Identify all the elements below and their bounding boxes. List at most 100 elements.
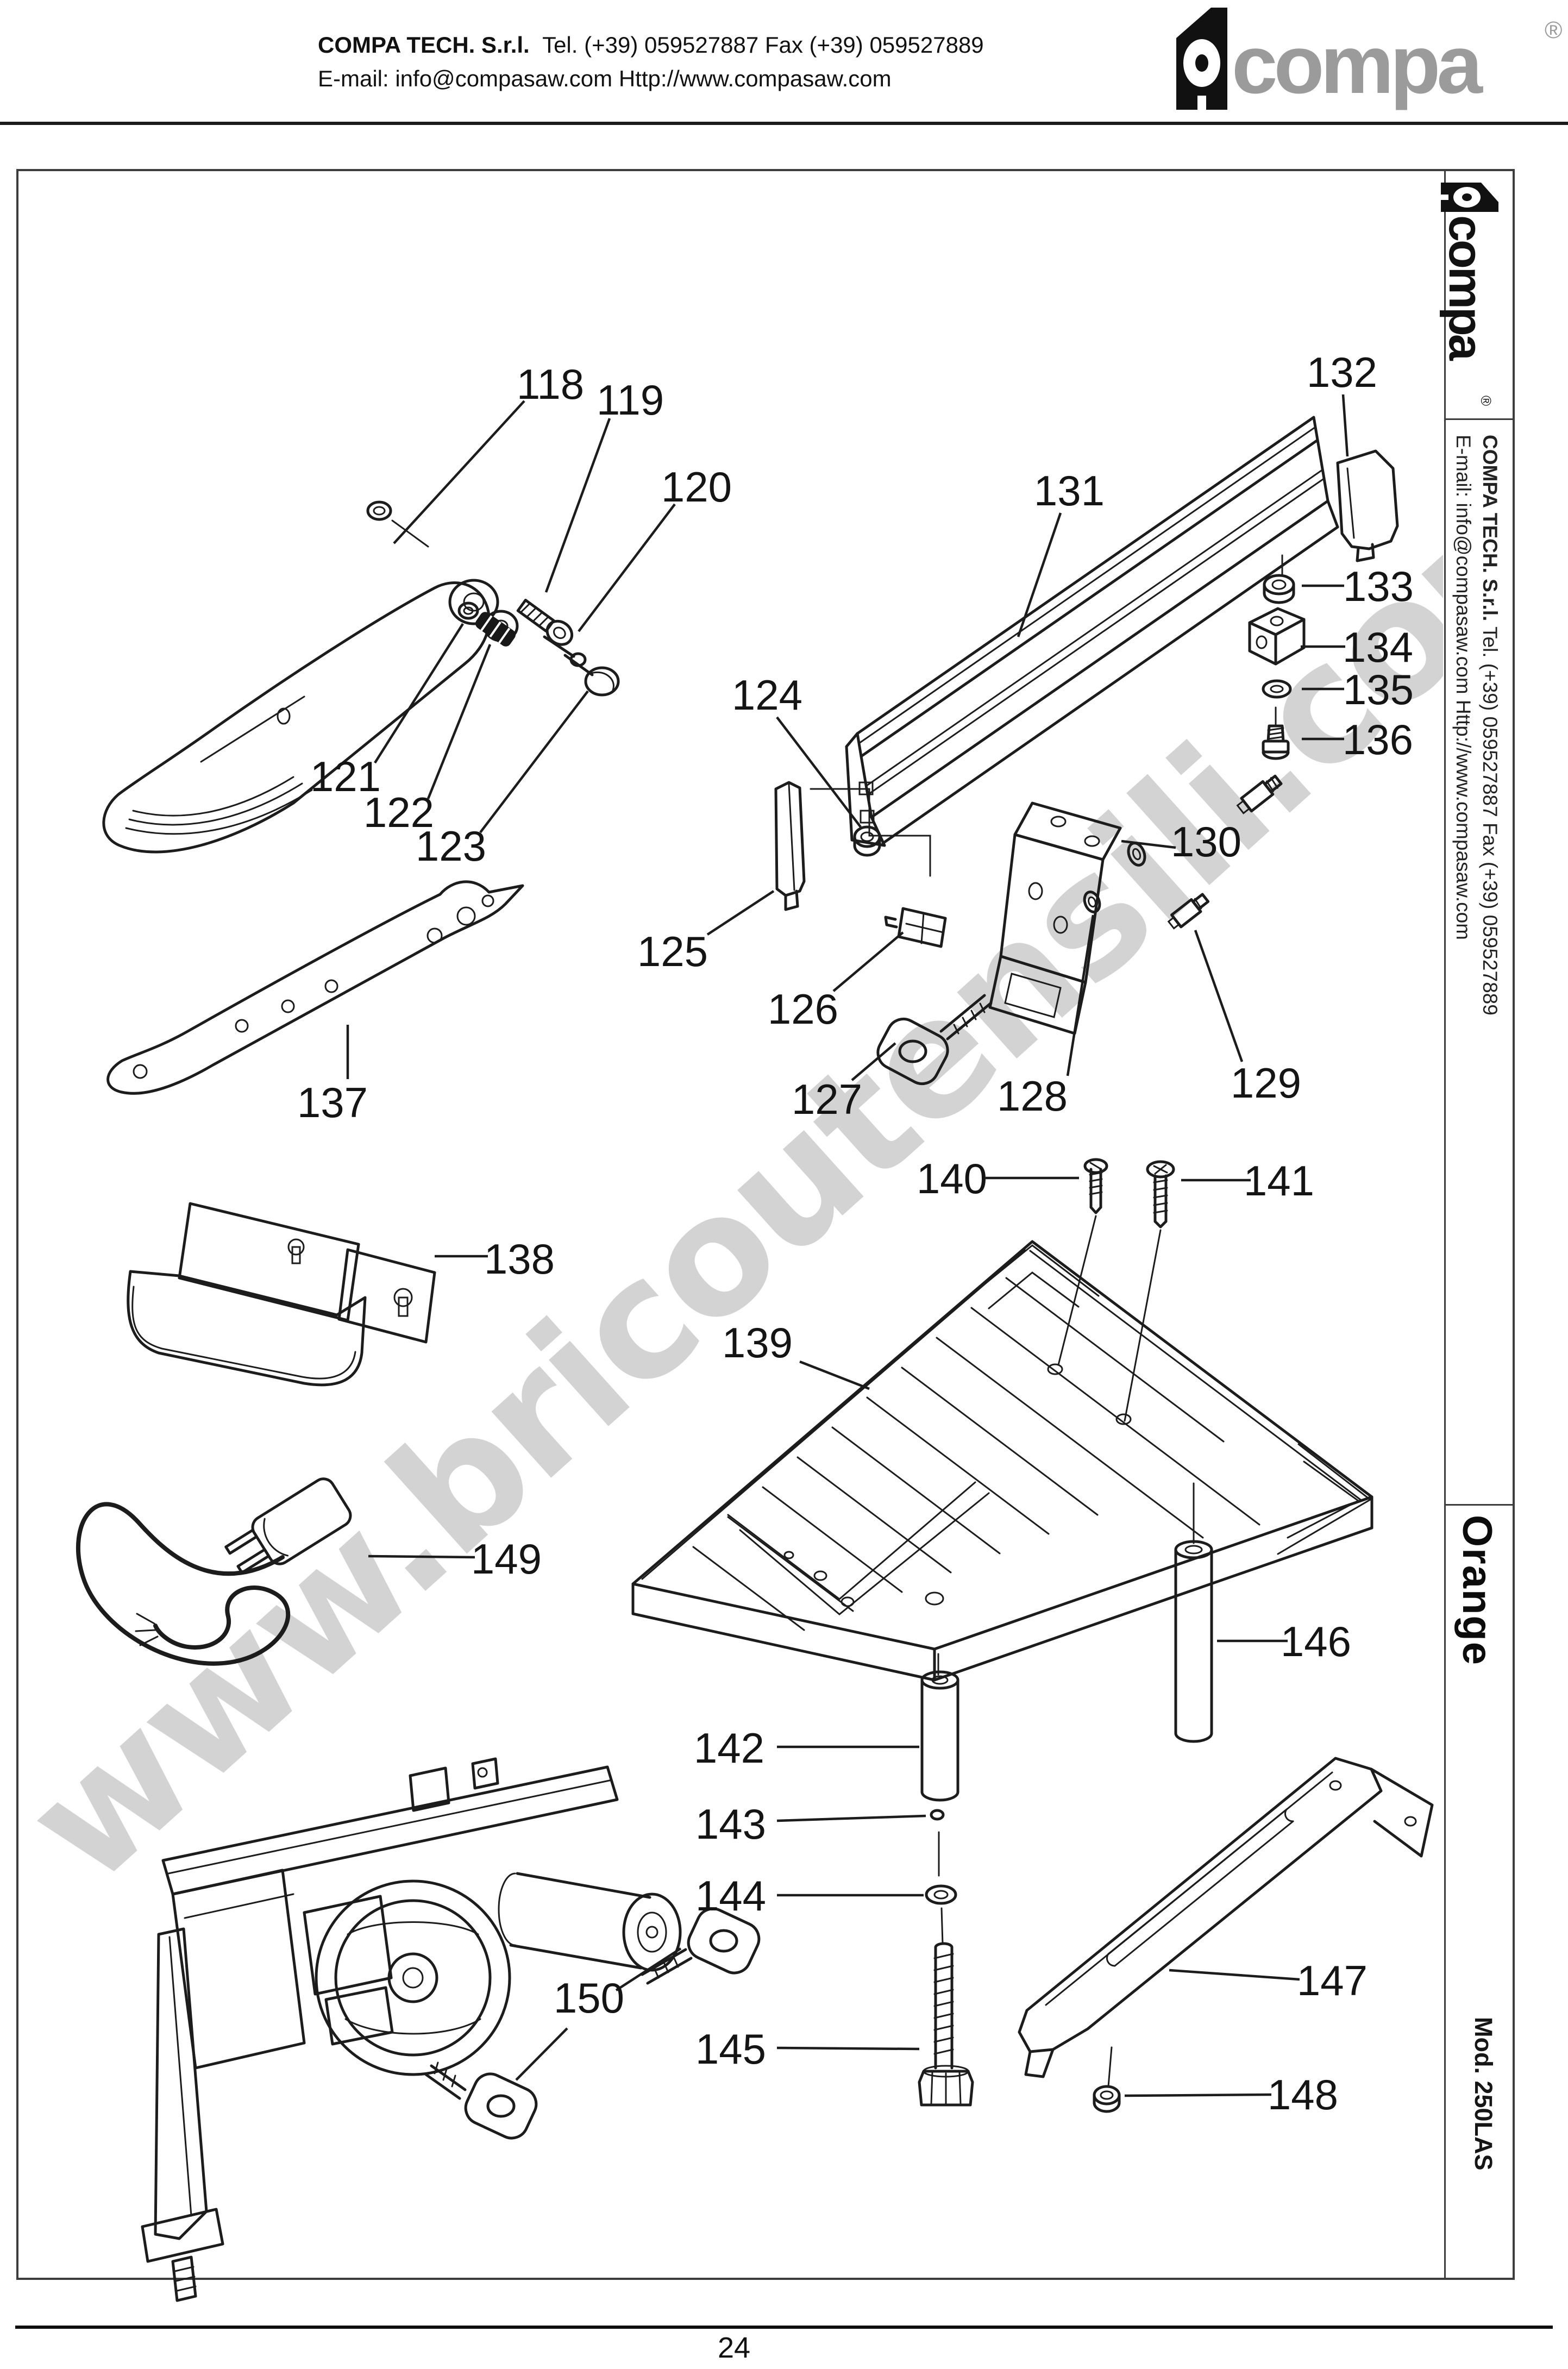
sidebar-cell-divider-1 [1444, 418, 1514, 420]
part-label-132: 132 [1307, 348, 1377, 396]
part-label-139: 139 [722, 1319, 793, 1367]
leader-line-118 [393, 400, 525, 544]
header-line2: E-mail: info@compasaw.com Http://www.com… [318, 66, 892, 92]
part-label-135: 135 [1343, 666, 1414, 713]
leader-line-119 [544, 418, 611, 593]
part-label-123: 123 [416, 822, 486, 870]
table-top-drawing [631, 1240, 1373, 1682]
nut-148-drawing [1093, 2046, 1121, 2113]
power-cord-drawing [76, 1477, 352, 1666]
part-label-142: 142 [694, 1724, 764, 1772]
part-label-131: 131 [1034, 467, 1105, 515]
diagram-frame [16, 169, 1515, 2280]
leader-line-130 [1121, 839, 1176, 849]
leader-line-143 [776, 1814, 926, 1822]
compa-sidebar-text: compa [1440, 215, 1493, 361]
part-label-121: 121 [310, 753, 381, 800]
leader-line-150 [515, 2027, 568, 2081]
part-label-129: 129 [1231, 1059, 1301, 1107]
header-telfax: Tel. (+39) 059527887 Fax (+39) 059527889 [542, 32, 984, 58]
screw-140-drawing [1057, 1158, 1108, 1366]
watermark-layer: www.bricoutensili.com [0, 425, 1568, 1919]
leader-line-129 [1194, 930, 1244, 1062]
ball-143-drawing [930, 1809, 945, 1877]
fence-rail-drawing [845, 416, 1339, 847]
part-label-149: 149 [471, 1535, 542, 1583]
leader-line-125 [706, 890, 775, 936]
part-label-148: 148 [1268, 2071, 1338, 2119]
part-label-150: 150 [554, 1974, 624, 2022]
compa-logo-text: compa [1232, 18, 1483, 111]
part-label-118: 118 [517, 360, 584, 408]
part-label-143: 143 [695, 1800, 766, 1848]
part-label-127: 127 [792, 1075, 862, 1123]
part-label-144: 144 [695, 1872, 766, 1920]
screw-141-drawing [1124, 1160, 1175, 1422]
tray-138-drawing [127, 1202, 436, 1387]
header-rule [0, 122, 1568, 125]
part-label-138: 138 [484, 1235, 555, 1283]
part-label-140: 140 [917, 1155, 987, 1202]
sidebar-contact-line1: COMPA TECH. S.r.l. Tel. (+39) 059527887 … [1479, 435, 1501, 1016]
company-name: COMPA TECH. S.r.l. [318, 32, 530, 58]
part-label-130: 130 [1171, 818, 1241, 866]
part-label-136: 136 [1343, 716, 1413, 763]
part-label-133: 133 [1343, 562, 1414, 610]
compa-sidebar-reg: ® [1478, 396, 1494, 406]
part-label-124: 124 [732, 671, 802, 719]
part-label-134: 134 [1343, 623, 1413, 671]
leader-line-147 [1169, 1969, 1300, 1981]
footer-rule [15, 2326, 1553, 2329]
spring-drawing [475, 612, 516, 647]
leader-line-132 [1341, 394, 1349, 457]
leader-line-149 [368, 1555, 475, 1559]
header-line1: COMPA TECH. S.r.l. Tel. (+39) 059527887 … [318, 28, 984, 62]
washer-144-drawing [925, 1884, 957, 1945]
leader-line-131 [1017, 512, 1062, 637]
sidebar-cell-divider-2 [1444, 1504, 1514, 1506]
bolt-drawing [516, 598, 574, 646]
rail-endcap-132-drawing [1336, 449, 1399, 562]
support-arm-147-drawing [1018, 1757, 1434, 2078]
handle-arm-drawing [102, 579, 519, 854]
compa-logo-reg: ® [1545, 17, 1562, 43]
flat-arm-137-drawing [106, 880, 524, 1095]
leader-line-121 [374, 623, 464, 764]
pivot-hardware-drawing [366, 500, 620, 697]
nut-124-drawing [853, 825, 881, 857]
leader-line-128 [1066, 914, 1095, 1076]
sidebar-contact-line2: E-mail: info@compasaw.com Http://www.com… [1452, 435, 1475, 940]
knob-screw-127-drawing [876, 994, 993, 1086]
leader-line-148 [1124, 2093, 1272, 2097]
leader-line-123 [479, 690, 589, 833]
part-label-137: 137 [297, 1079, 368, 1126]
page-number: 24 [717, 2332, 751, 2364]
watermark-text: www.bricoutensili.com [0, 425, 1568, 1919]
header: COMPA TECH. S.r.l. Tel. (+39) 059527887 … [318, 28, 984, 96]
orange-brand-label: Orange [1454, 1515, 1500, 1666]
part-label-141: 141 [1244, 1157, 1314, 1205]
part-label-145: 145 [695, 2025, 766, 2073]
part-label-125: 125 [637, 927, 708, 975]
leg-146-drawing [1174, 1482, 1213, 1743]
leader-line-124 [776, 716, 862, 828]
part-label-146: 146 [1281, 1618, 1351, 1665]
compa-logo-sidebar: compa ® [1440, 183, 1498, 406]
spacer-142-drawing [920, 1653, 959, 1802]
leader-line-120 [578, 503, 676, 632]
leader-line-127 [851, 1042, 896, 1081]
part-label-126: 126 [768, 985, 838, 1033]
threaded-rod-145-drawing [918, 1942, 974, 2107]
leader-line-139 [799, 1360, 870, 1390]
part-label-119: 119 [597, 376, 664, 424]
sidebar-divider [1444, 170, 1446, 2279]
rail-endcap-125-drawing [774, 781, 806, 911]
compa-logo-header: compa ® [1176, 8, 1562, 111]
leader-line-145 [776, 2046, 920, 2051]
part-label-122: 122 [363, 788, 434, 836]
motor-assembly-drawing [141, 1757, 761, 2302]
part-label-120: 120 [661, 463, 732, 511]
